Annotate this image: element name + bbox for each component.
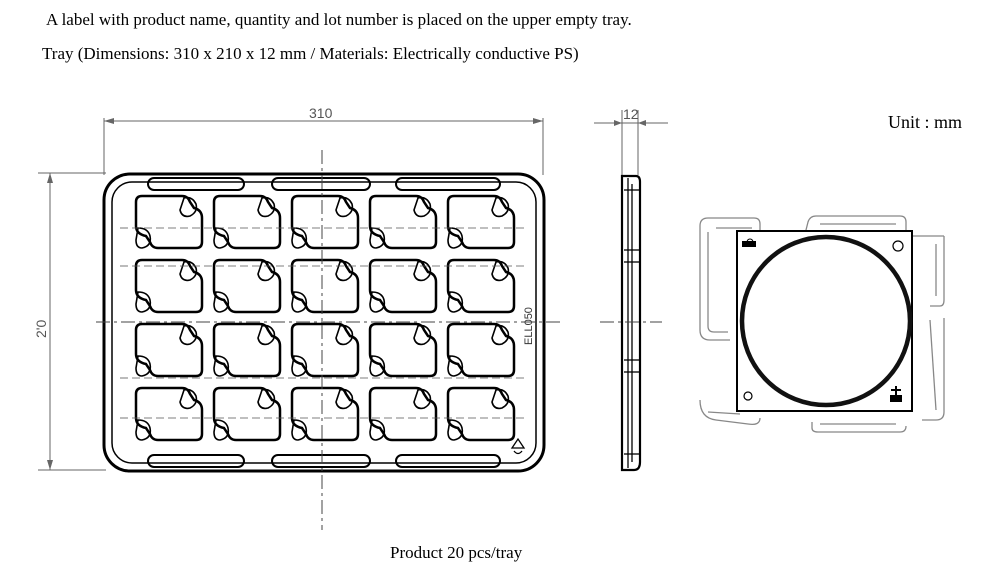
tray-side-view (594, 110, 668, 472)
tray-pocket (134, 194, 204, 250)
pocket-support-lobe (335, 196, 354, 218)
tray-pocket (290, 386, 360, 442)
tray-pocket (290, 322, 360, 378)
recycle-icon (510, 437, 526, 455)
pocket-support-lobe (291, 419, 308, 441)
pocket-support-lobe (413, 324, 432, 346)
pocket-support-lobe (413, 196, 432, 218)
pocket-support-lobe (257, 260, 276, 282)
pocket-support-lobe (491, 388, 510, 410)
pocket-support-lobe (491, 324, 510, 346)
tray-pocket (446, 258, 516, 314)
tray-pocket (368, 258, 438, 314)
led-package (736, 230, 913, 412)
tray-pocket (446, 194, 516, 250)
pocket-support-lobe (213, 419, 230, 441)
tray-pocket (212, 386, 282, 442)
pocket-support-lobe (213, 291, 230, 313)
tray-pocket (212, 258, 282, 314)
tray-pocket (290, 258, 360, 314)
pocket-support-lobe (447, 355, 464, 377)
thickness-dimension: 12 (623, 106, 639, 122)
tray-pocket (134, 258, 204, 314)
polarity-mark-icon (890, 386, 902, 402)
pocket-support-lobe (213, 355, 230, 377)
pocket-support-lobe (257, 388, 276, 410)
pocket-support-lobe (335, 388, 354, 410)
pocket-support-lobe (335, 324, 354, 346)
pocket-support-lobe (447, 291, 464, 313)
tray-pocket (368, 386, 438, 442)
tray-pocket (290, 194, 360, 250)
pocket-support-lobe (291, 291, 308, 313)
pocket-support-lobe (135, 355, 152, 377)
pocket-support-lobe (135, 227, 152, 249)
pocket-support-lobe (135, 419, 152, 441)
part-code-marking: ELL050 (523, 307, 535, 345)
pocket-support-lobe (447, 419, 464, 441)
pocket-support-lobe (135, 291, 152, 313)
tray-pocket (212, 322, 282, 378)
width-dimension: 310 (309, 105, 333, 121)
label-note: A label with product name, quantity and … (46, 10, 632, 29)
pocket-support-lobe (413, 388, 432, 410)
pocket-support-lobe (213, 227, 230, 249)
tray-pocket (446, 386, 516, 442)
tray-pocket (368, 322, 438, 378)
pocket-support-lobe (257, 196, 276, 218)
pocket-support-lobe (179, 260, 198, 282)
unit-label: Unit : mm (888, 112, 963, 132)
tray-pocket (134, 322, 204, 378)
pocket-support-lobe (179, 388, 198, 410)
pocket-support-lobe (179, 196, 198, 218)
tray-pocket (446, 322, 516, 378)
pocket-support-lobe (291, 227, 308, 249)
product-count: Product 20 pcs/tray (390, 543, 523, 562)
pocket-support-lobe (491, 196, 510, 218)
pocket-support-lobe (369, 291, 386, 313)
pocket-support-lobe (369, 227, 386, 249)
pocket-support-lobe (179, 324, 198, 346)
pocket-support-lobe (369, 419, 386, 441)
pocket-support-lobe (413, 260, 432, 282)
pocket-support-lobe (491, 260, 510, 282)
tray-pocket (368, 194, 438, 250)
pocket-support-lobe (335, 260, 354, 282)
tray-top-view (38, 118, 560, 530)
pocket-support-lobe (291, 355, 308, 377)
height-dimension: 2'0 (33, 320, 49, 338)
pocket-support-lobe (369, 355, 386, 377)
pocket-support-lobe (447, 227, 464, 249)
tray-pocket (134, 386, 204, 442)
tray-pocket (212, 194, 282, 250)
tray-spec: Tray (Dimensions: 310 x 210 x 12 mm / Ma… (42, 44, 579, 63)
pocket-support-lobe (257, 324, 276, 346)
